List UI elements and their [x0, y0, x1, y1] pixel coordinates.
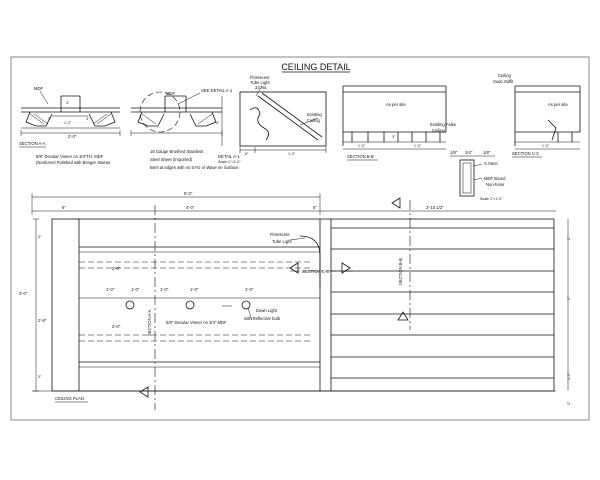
section-bb-dim-c: 3" [392, 135, 396, 139]
section-bb-drawing [342, 85, 447, 150]
steel-tag: S.Steel [484, 161, 498, 166]
plan-right-dim-a: 2" [567, 236, 571, 240]
plan-right-dim-b: 4" [567, 296, 571, 300]
plan-dim-left-mid: 2'-9" [38, 318, 47, 323]
plan-dim-right-top: 3'-10 1/2" [426, 205, 444, 210]
plan-section-bb-cut: SECTION B-B [398, 258, 403, 285]
sheet-border [10, 56, 590, 421]
steel-scale: Scale 1"=1'-0" [480, 197, 503, 201]
section-aa-note-1: 5/8" Decular Vineer on 3/4"TH. MDF [36, 154, 104, 159]
section-aa-dim-mid: 1'-2" [64, 121, 72, 125]
detail-a1-light-1: Florescent [250, 75, 270, 80]
steel-note-2: Steel Sheet (Imported) [150, 157, 193, 162]
plan-dim-top-right: 6" [313, 205, 317, 210]
plan-light-2: Tube Light [272, 239, 292, 244]
section-aa-detail [20, 95, 121, 136]
plan-down-light-1: Down Light [256, 308, 278, 313]
detail-a1-existing-1: Existing [307, 112, 322, 117]
section-aa-dim-right: 3" [86, 117, 90, 121]
see-detail-leader [177, 92, 201, 105]
plan-down-light-2: with Reflective bulb [244, 316, 281, 321]
plan-dim-row-2: 1'-0" [131, 287, 140, 292]
plan-dim-row-4: 1'-0" [190, 287, 199, 292]
section-bb-false-1: Existing False [430, 122, 457, 127]
steel-mdf-tag: MDF [166, 91, 176, 96]
section-cc-drawing [514, 85, 581, 150]
section-aa-note-2: (Nonfurnel Polished with Benger Stainer. [36, 160, 111, 165]
plan-dim-left-total: 3'-0" [19, 291, 28, 296]
plan-light-1: Florescent [270, 232, 290, 237]
section-cc-label: SECTION C-C [512, 151, 539, 156]
plan-veneer-note: 5/8" Decular Vineer on 3/4" MDF [166, 320, 227, 325]
detail-a1-light-3: 23 No. [255, 85, 267, 90]
section-aa-label: SECTION A-A [19, 141, 46, 146]
sheet-title: CEILING DETAIL [281, 62, 350, 72]
steel-mdf-1: MDF Board [484, 176, 506, 181]
detail-a1-dim-c: 4" [216, 121, 220, 125]
steel-detail-drawing [450, 155, 495, 197]
plan-dim-row-3: 1'-0" [160, 287, 169, 292]
plan-dim-left-bottom: 3" [38, 375, 42, 379]
section-aa-dim-depth: 4" [66, 101, 70, 105]
section-bb-false-2: Ceiling [432, 128, 445, 133]
detail-a1-existing-2: Ceiling [307, 118, 320, 123]
plan-dim-top-mid: 4'-0" [186, 205, 195, 210]
plan-right-dim-c: 1'-3" [567, 372, 571, 380]
section-bb-dim-b: 1'-0" [414, 144, 422, 148]
steel-mdf-2: Non-fume [486, 182, 505, 187]
plan-dim-inner-top: 2'-0" [112, 266, 121, 271]
section-aa-second-detail [130, 91, 223, 136]
section-cc-soffit-1: Ceiling [498, 73, 511, 78]
section-cc-dim-a: 1'-0" [542, 144, 550, 148]
steel-note-3: Bent at edges with no SAG or Wave on Sur… [150, 165, 239, 170]
steel-note-1: 16 Gauge Brushed Stainless [150, 149, 203, 154]
plan-dim-row-5: 1'-0" [245, 287, 254, 292]
section-bb-label: SECTION B-B [347, 154, 374, 159]
section-aa-mdf-tag: MDF [34, 86, 44, 91]
steel-dim-left: 1/8" [450, 150, 458, 155]
plan-section-aa-cut: SECTION A-A [147, 309, 152, 336]
detail-a1-scale: Scale 1"=1'-0" [218, 160, 241, 164]
ceiling-plan-drawing [31, 193, 569, 410]
plan-section-cc-cut: SECTION C-C [302, 269, 329, 274]
detail-a1-label: DETAIL A-1 [218, 154, 240, 159]
detail-a1-dim-a: 6" [245, 152, 249, 156]
section-cc-as-per-site: As per site [548, 102, 568, 107]
section-bb-as-per-site: As per site [386, 102, 406, 107]
section-bb-dim-a: 1'-0" [358, 144, 366, 148]
plan-dim-top-total: 5'-0" [184, 191, 193, 196]
steel-dim-mid: 3/4" [465, 150, 473, 155]
see-detail-label: SEE DETAIL A-1 [201, 88, 233, 93]
section-cc-soffit-2: Sudo Soffit [493, 79, 514, 84]
plan-dim-row-1: 1'-0" [106, 287, 115, 292]
plan-right-dim-d: 2" [567, 401, 571, 405]
detail-a1-drawing [221, 85, 327, 153]
plan-dim-top-left: 6" [62, 205, 66, 210]
section-aa-mdf-leader [39, 90, 49, 105]
detail-a1-light-2: Tube Light [250, 80, 270, 85]
section-aa-dim-total: 2'-0" [68, 134, 77, 139]
steel-dim-right: 1/8" [483, 150, 491, 155]
section-aa-dim-left: 3" [48, 117, 52, 121]
plan-dim-inner-bottom: 2'-0" [112, 324, 121, 329]
detail-a1-dim-b: 1'-0" [288, 152, 296, 156]
plan-dim-left-top: 3" [38, 235, 42, 239]
ceiling-plan-label: CEILING PLAN [55, 396, 84, 401]
